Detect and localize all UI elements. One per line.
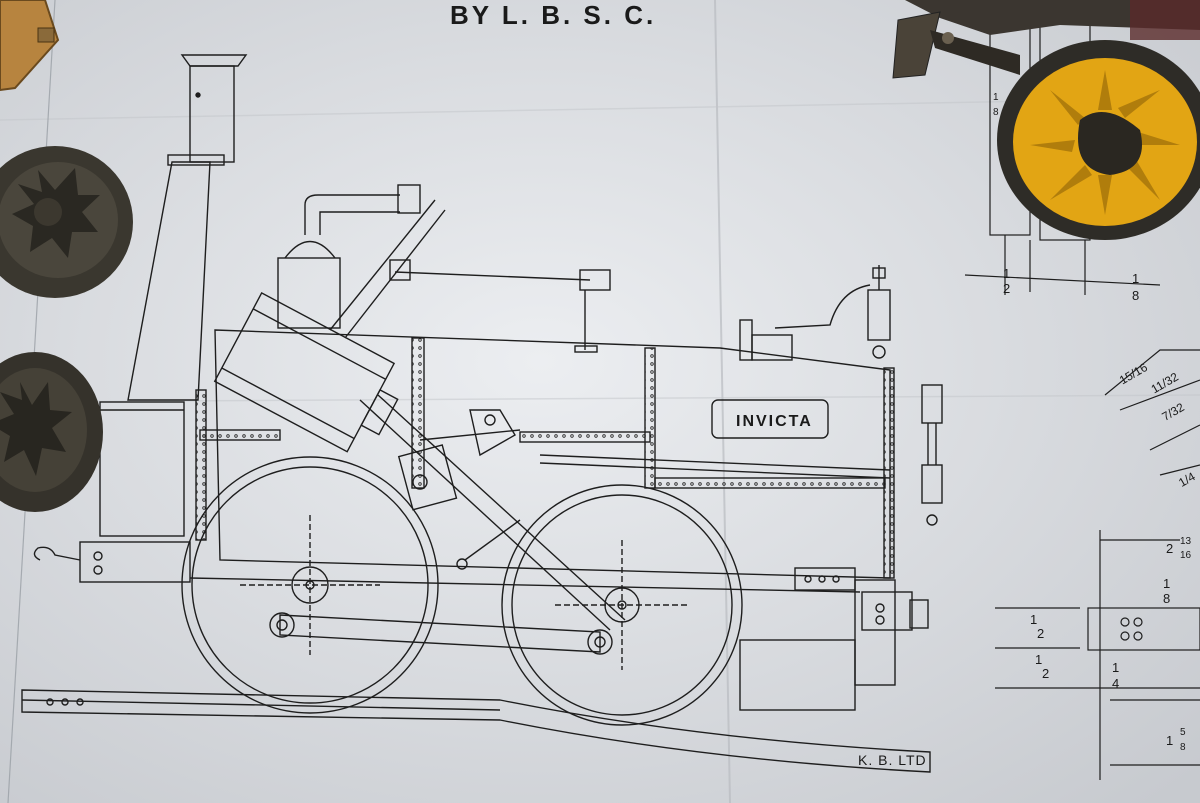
firebox [99,401,185,537]
coupling-rod [269,612,613,655]
dim-label: 16 [1180,550,1192,561]
dim-label: 1 [1003,266,1010,281]
dim-label: 1 [1112,660,1119,675]
dim-label: 1 [1163,576,1170,591]
steam-dome [277,184,421,329]
dim-label: 8 [1132,288,1139,303]
dim-label: 13 [1180,536,1192,547]
safety-valve [739,265,891,361]
wheel-front [501,484,743,726]
dim-label: 1 [993,92,999,103]
fold-crease [0,97,1200,121]
fold-crease [714,0,731,803]
rail [21,689,931,773]
dim-label: 2 [1166,541,1173,556]
dim-label: 8 [1180,742,1186,753]
model-parts [0,0,1200,512]
loose-wheel-2 [0,352,103,512]
loose-wheel-1 [0,146,133,298]
dim-label: 1 [1166,733,1173,748]
dim-label: 8 [993,107,999,118]
drawing-byline: BY L. B. S. C. [450,0,656,30]
nameplate [711,399,829,439]
dim-label: 2 [1003,281,1010,296]
maker-mark: K. B. LTD [858,752,927,768]
valve-gear [329,199,626,631]
dim-label: 4 [1112,676,1119,691]
wood-block [0,0,60,92]
dim-label: 1 [1132,271,1139,286]
dim-label: 5 [1180,727,1186,738]
dim-label: 2 [1042,666,1049,681]
dim-label: 1 [1035,652,1042,667]
locomotive-drawing [21,54,943,773]
wheel-rear [181,456,439,714]
frame [33,541,929,711]
dim-label: 1 [1030,612,1037,627]
water-gauge [921,384,943,526]
nameplate-text: INVICTA [736,413,813,430]
cylinder [213,292,399,453]
boiler [195,329,895,579]
model-locomotive [892,0,1200,240]
dim-label: 8 [1163,591,1170,606]
dim-label: 2 [1037,626,1044,641]
